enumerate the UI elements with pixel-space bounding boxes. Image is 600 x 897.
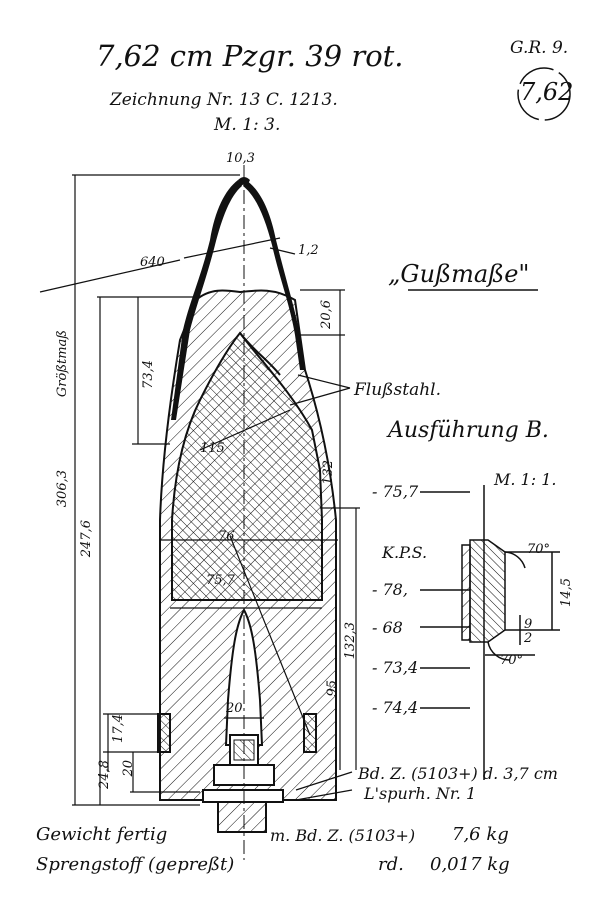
tracer-callout: L'spurh. Nr. 1: [364, 784, 477, 803]
dim-20: 20: [226, 701, 243, 716]
charge-value: 0,017 kg: [430, 854, 510, 875]
dim-132: 132: [321, 460, 336, 485]
detail-d3: - 68: [372, 618, 403, 637]
dim-734: 73,4: [141, 360, 156, 389]
dim-248: 24,8: [97, 760, 112, 789]
drawing-number: Zeichnung Nr. 13 C. 1213.: [110, 90, 338, 110]
dim-cap-thickness: 1,2: [298, 243, 319, 258]
reference-number: 7,62: [520, 78, 574, 106]
dim-2476: 247,6: [79, 520, 94, 558]
driving-band: [157, 713, 171, 753]
explosive-cavity: [171, 331, 323, 601]
tracer-body: [217, 801, 267, 833]
dim-ogive-radius: 640: [140, 255, 165, 270]
dim-95: 95: [325, 680, 340, 697]
charge-label: Sprengstoff (gepreßt): [36, 854, 235, 875]
weight-ref: m. Bd. Z. (5103+): [270, 826, 416, 845]
dim-20b: 20: [121, 760, 136, 777]
drawing-scale: M. 1: 3.: [214, 115, 281, 135]
detail-d4: - 73,4: [372, 658, 419, 677]
fuze-callout: Bd. Z. (5103+) d. 3,7 cm: [358, 764, 558, 783]
detail-2: 2: [524, 631, 533, 646]
dim-3063: 306,3: [55, 470, 70, 508]
detail-9: 9: [524, 617, 533, 632]
dim-tip: 10,3: [226, 151, 255, 166]
detail-angle-bottom: 70°: [500, 653, 524, 668]
band-detail: [420, 485, 560, 780]
charge-ref: rd.: [378, 854, 404, 875]
dim-206: 20,6: [319, 300, 334, 329]
dim-76: 76: [218, 529, 235, 544]
variant-note: Ausführung B.: [388, 418, 549, 443]
material-note: Flußstahl.: [354, 380, 442, 400]
weight-value: 7,6 kg: [452, 824, 509, 845]
detail-d2: - 78,: [372, 580, 408, 599]
detail-145: 14,5: [559, 578, 574, 607]
dim-757: 75,7: [206, 573, 235, 588]
dim-1323: 132,3: [343, 622, 358, 660]
detail-kps: K.P.S.: [382, 543, 428, 562]
detail-angle-top: 70°: [527, 542, 551, 557]
gussmasse-note: „Gußmaße": [388, 260, 530, 288]
reference-code: G.R. 9.: [510, 38, 569, 58]
dim-115: 115: [200, 441, 225, 456]
ref-circle: [517, 67, 571, 121]
drawing-title: 7,62 cm Pzgr. 39 rot.: [96, 39, 404, 73]
detail-scale: M. 1: 1.: [494, 470, 557, 489]
weight-label: Gewicht fertig: [36, 824, 168, 845]
dim-label-grossmass: Größtmaß: [55, 330, 70, 398]
detail-d1: - 75,7: [372, 482, 419, 501]
dim-174: 17,4: [111, 714, 126, 743]
detail-d5: - 74,4: [372, 698, 419, 717]
